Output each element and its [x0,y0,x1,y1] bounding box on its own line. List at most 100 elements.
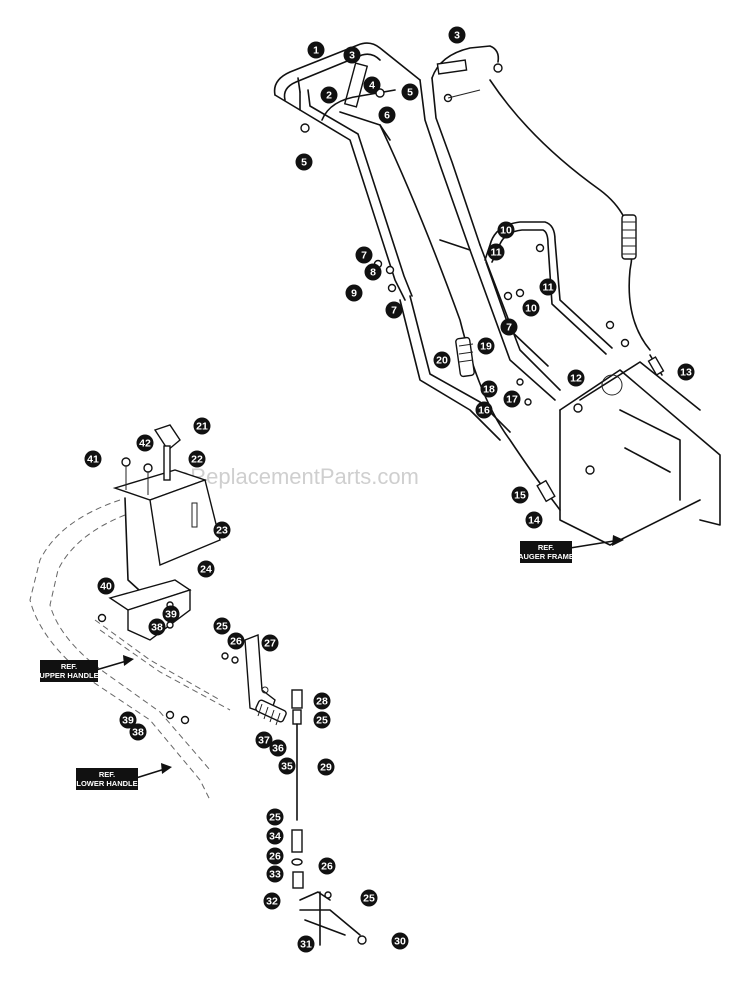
callout-33: 33 [266,865,284,883]
callout-circle [320,86,338,104]
callout-circle [148,618,166,636]
callout-circle [266,847,284,865]
callout-23: 23 [213,521,231,539]
callout-number: 40 [100,581,112,593]
callout-4: 4 [363,76,381,94]
callout-circle [84,450,102,468]
callout-number: 5 [301,157,307,169]
callout-25: 25 [360,889,378,907]
callout-circle [360,889,378,907]
callout-7: 7 [500,318,518,336]
callout-number: 39 [165,609,177,621]
callout-circle [364,263,382,281]
callout-2: 2 [320,86,338,104]
callout-number: 24 [200,564,212,576]
callout-16: 16 [475,401,493,419]
callout-number: 38 [132,727,144,739]
callout-circle [511,486,529,504]
callout-circle [136,434,154,452]
callout-circle [313,692,331,710]
callout-circle [677,363,695,381]
callout-31: 31 [297,935,315,953]
callout-circle [213,521,231,539]
callout-circle [487,243,505,261]
callout-number: 11 [542,282,553,294]
callout-26: 26 [266,847,284,865]
callout-number: 25 [363,893,375,905]
callout-circle [266,808,284,826]
ref-auger-frame-line1: REF. [538,543,554,552]
callout-25: 25 [313,711,331,729]
callout-26: 26 [318,857,336,875]
callout-number: 32 [266,896,278,908]
callout-number: 16 [478,405,490,417]
ref-upper-handle-line2: UPPER HANDLE [39,671,98,680]
callout-number: 7 [391,305,397,317]
callout-circle [378,106,396,124]
callout-14: 14 [525,511,543,529]
callout-number: 5 [407,87,413,99]
callout-28: 28 [313,692,331,710]
callout-circle [317,758,335,776]
callout-circle [480,380,498,398]
callout-number: 3 [349,50,355,62]
callout-number: 34 [269,831,281,843]
callout-number: 1 [313,45,319,57]
callout-number: 26 [230,636,242,648]
callout-39: 39 [119,711,137,729]
callout-number: 31 [300,939,312,951]
callout-circle [343,46,361,64]
shift-assembly [29,424,367,946]
callout-number: 6 [384,110,390,122]
callout-circle [261,634,279,652]
callout-circle [313,711,331,729]
callout-circle [266,865,284,883]
callout-18: 18 [480,380,498,398]
callout-37: 37 [255,731,273,749]
callout-11: 11 [539,278,557,296]
callout-number: 27 [264,638,276,650]
callout-circle [525,511,543,529]
callout-number: 26 [269,851,281,863]
callout-number: 7 [506,322,512,334]
callout-circle [477,337,495,355]
callout-circle [269,739,287,757]
callout-number: 10 [500,225,512,237]
callout-34: 34 [266,827,284,845]
callout-circle [391,932,409,950]
callout-circle [227,632,245,650]
callout-25: 25 [266,808,284,826]
callout-7: 7 [385,301,403,319]
callout-number: 15 [514,490,526,502]
callout-number: 18 [483,384,495,396]
callout-number: 17 [506,394,518,406]
callout-circle [266,827,284,845]
callout-number: 41 [87,454,99,466]
callout-number: 12 [570,373,582,385]
ref-upper-handle: REF. UPPER HANDLE [39,655,134,682]
callout-number: 37 [258,735,270,747]
callout-9: 9 [345,284,363,302]
callout-number: 23 [216,525,228,537]
callout-circle [188,450,206,468]
callout-circle [500,318,518,336]
callout-5: 5 [401,83,419,101]
callout-number: 9 [351,288,357,300]
callout-number: 36 [272,743,284,755]
callout-22: 22 [188,450,206,468]
callout-26: 26 [227,632,245,650]
callout-circle [503,390,521,408]
ref-auger-frame-line2: AUGER FRAME [518,552,574,561]
callout-number: 25 [316,715,328,727]
callout-38: 38 [129,723,147,741]
callout-24: 24 [197,560,215,578]
callout-number: 13 [680,367,692,379]
callout-5: 5 [295,153,313,171]
callout-6: 6 [378,106,396,124]
callout-number: 3 [454,30,460,42]
callout-7: 7 [355,246,373,264]
callout-11: 11 [487,243,505,261]
callout-circle [255,731,273,749]
callout-circle [297,935,315,953]
